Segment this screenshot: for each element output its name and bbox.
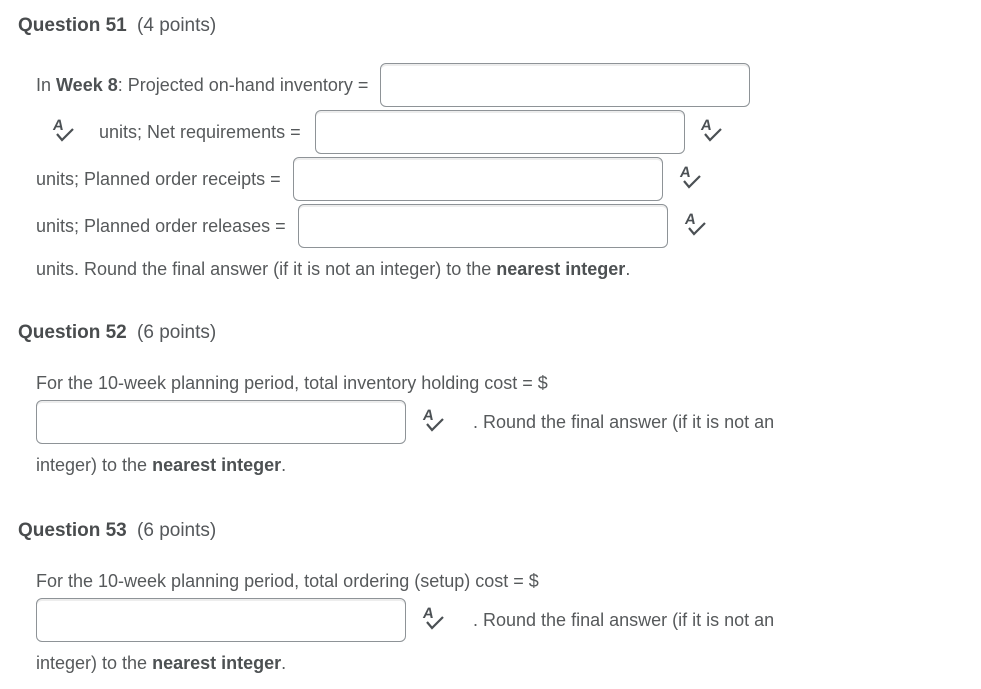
q52-line3-text: integer) to the nearest integer. (36, 455, 287, 475)
q53-answer-row: A . Round the final answer (if it is not… (36, 598, 961, 642)
q51-row-4: units; Planned order releases = A (36, 204, 961, 248)
q53-line3-text: integer) to the nearest integer. (36, 653, 287, 673)
question-52-body: For the 10-week planning period, total i… (36, 373, 961, 477)
q51-line2-label: units; Net requirements = (99, 122, 301, 142)
question-title: Question 51 (18, 15, 127, 36)
q51-row-3: units; Planned order receipts = A (36, 157, 961, 201)
question-title: Question 53 (18, 520, 127, 541)
q51-blank2-input[interactable] (314, 110, 685, 154)
q51-blank4-input[interactable] (297, 204, 668, 248)
q51-week-8-bold: Week 8 (56, 75, 118, 95)
question-52-heading: Question 52 (6 points) (18, 322, 961, 344)
question-51-body: In Week 8: Projected on-hand inventory =… (36, 63, 961, 281)
q52-answer-input[interactable] (36, 400, 406, 444)
spell-check-icon[interactable]: A (422, 407, 447, 436)
q51-blank3-input[interactable] (292, 157, 663, 201)
question-51-heading: Question 51 (4 points) (18, 15, 961, 37)
q52-after-blank-text: . Round the final answer (if it is not a… (473, 412, 775, 432)
q51-blank1-input[interactable] (380, 63, 751, 107)
question-53-body: For the 10-week planning period, total o… (36, 571, 961, 675)
spell-check-icon[interactable]: A (52, 117, 77, 146)
q53-nearest-integer-bold: nearest integer (152, 653, 282, 673)
q51-nearest-integer-bold: nearest integer (496, 259, 626, 279)
question-title: Question 52 (18, 322, 127, 343)
check-glyph (703, 128, 722, 142)
question-points: (6 points) (137, 520, 217, 541)
spell-check-icon[interactable]: A (422, 605, 447, 634)
q51-row-1: In Week 8: Projected on-hand inventory = (36, 63, 961, 107)
q53-line1-text: For the 10-week planning period, total o… (36, 571, 539, 591)
q51-line4-label: units; Planned order releases = (36, 216, 286, 236)
q51-line5-text: units. Round the final answer (if it is … (36, 259, 631, 279)
q52-nearest-integer-bold: nearest integer (152, 455, 282, 475)
check-glyph (426, 418, 444, 432)
q53-answer-input[interactable] (36, 598, 406, 642)
q51-row-2: A units; Net requirements = A (36, 110, 961, 154)
q52-answer-row: A . Round the final answer (if it is not… (36, 400, 961, 444)
question-52-block: Question 52 (6 points) For the 10-week p… (18, 322, 961, 477)
question-53-heading: Question 53 (6 points) (18, 520, 961, 542)
check-glyph (687, 222, 706, 236)
question-53-block: Question 53 (6 points) For the 10-week p… (18, 520, 961, 675)
question-51-block: Question 51 (4 points) In Week 8: Projec… (18, 15, 961, 281)
check-glyph (56, 128, 74, 142)
q51-line1-text: In Week 8: Projected on-hand inventory = (36, 75, 369, 95)
q53-after-blank-text: . Round the final answer (if it is not a… (473, 610, 775, 630)
spell-check-icon[interactable]: A (699, 117, 725, 146)
spell-check-icon[interactable]: A (683, 211, 709, 240)
check-glyph (682, 175, 701, 189)
quiz-questions-page: Question 51 (4 points) In Week 8: Projec… (18, 15, 961, 675)
question-points: (6 points) (137, 322, 217, 343)
question-points: (4 points) (137, 15, 217, 36)
spell-check-icon[interactable]: A (678, 164, 704, 193)
q52-line1-text: For the 10-week planning period, total i… (36, 373, 548, 393)
check-glyph (426, 616, 444, 630)
q51-line3-label: units; Planned order receipts = (36, 169, 281, 189)
